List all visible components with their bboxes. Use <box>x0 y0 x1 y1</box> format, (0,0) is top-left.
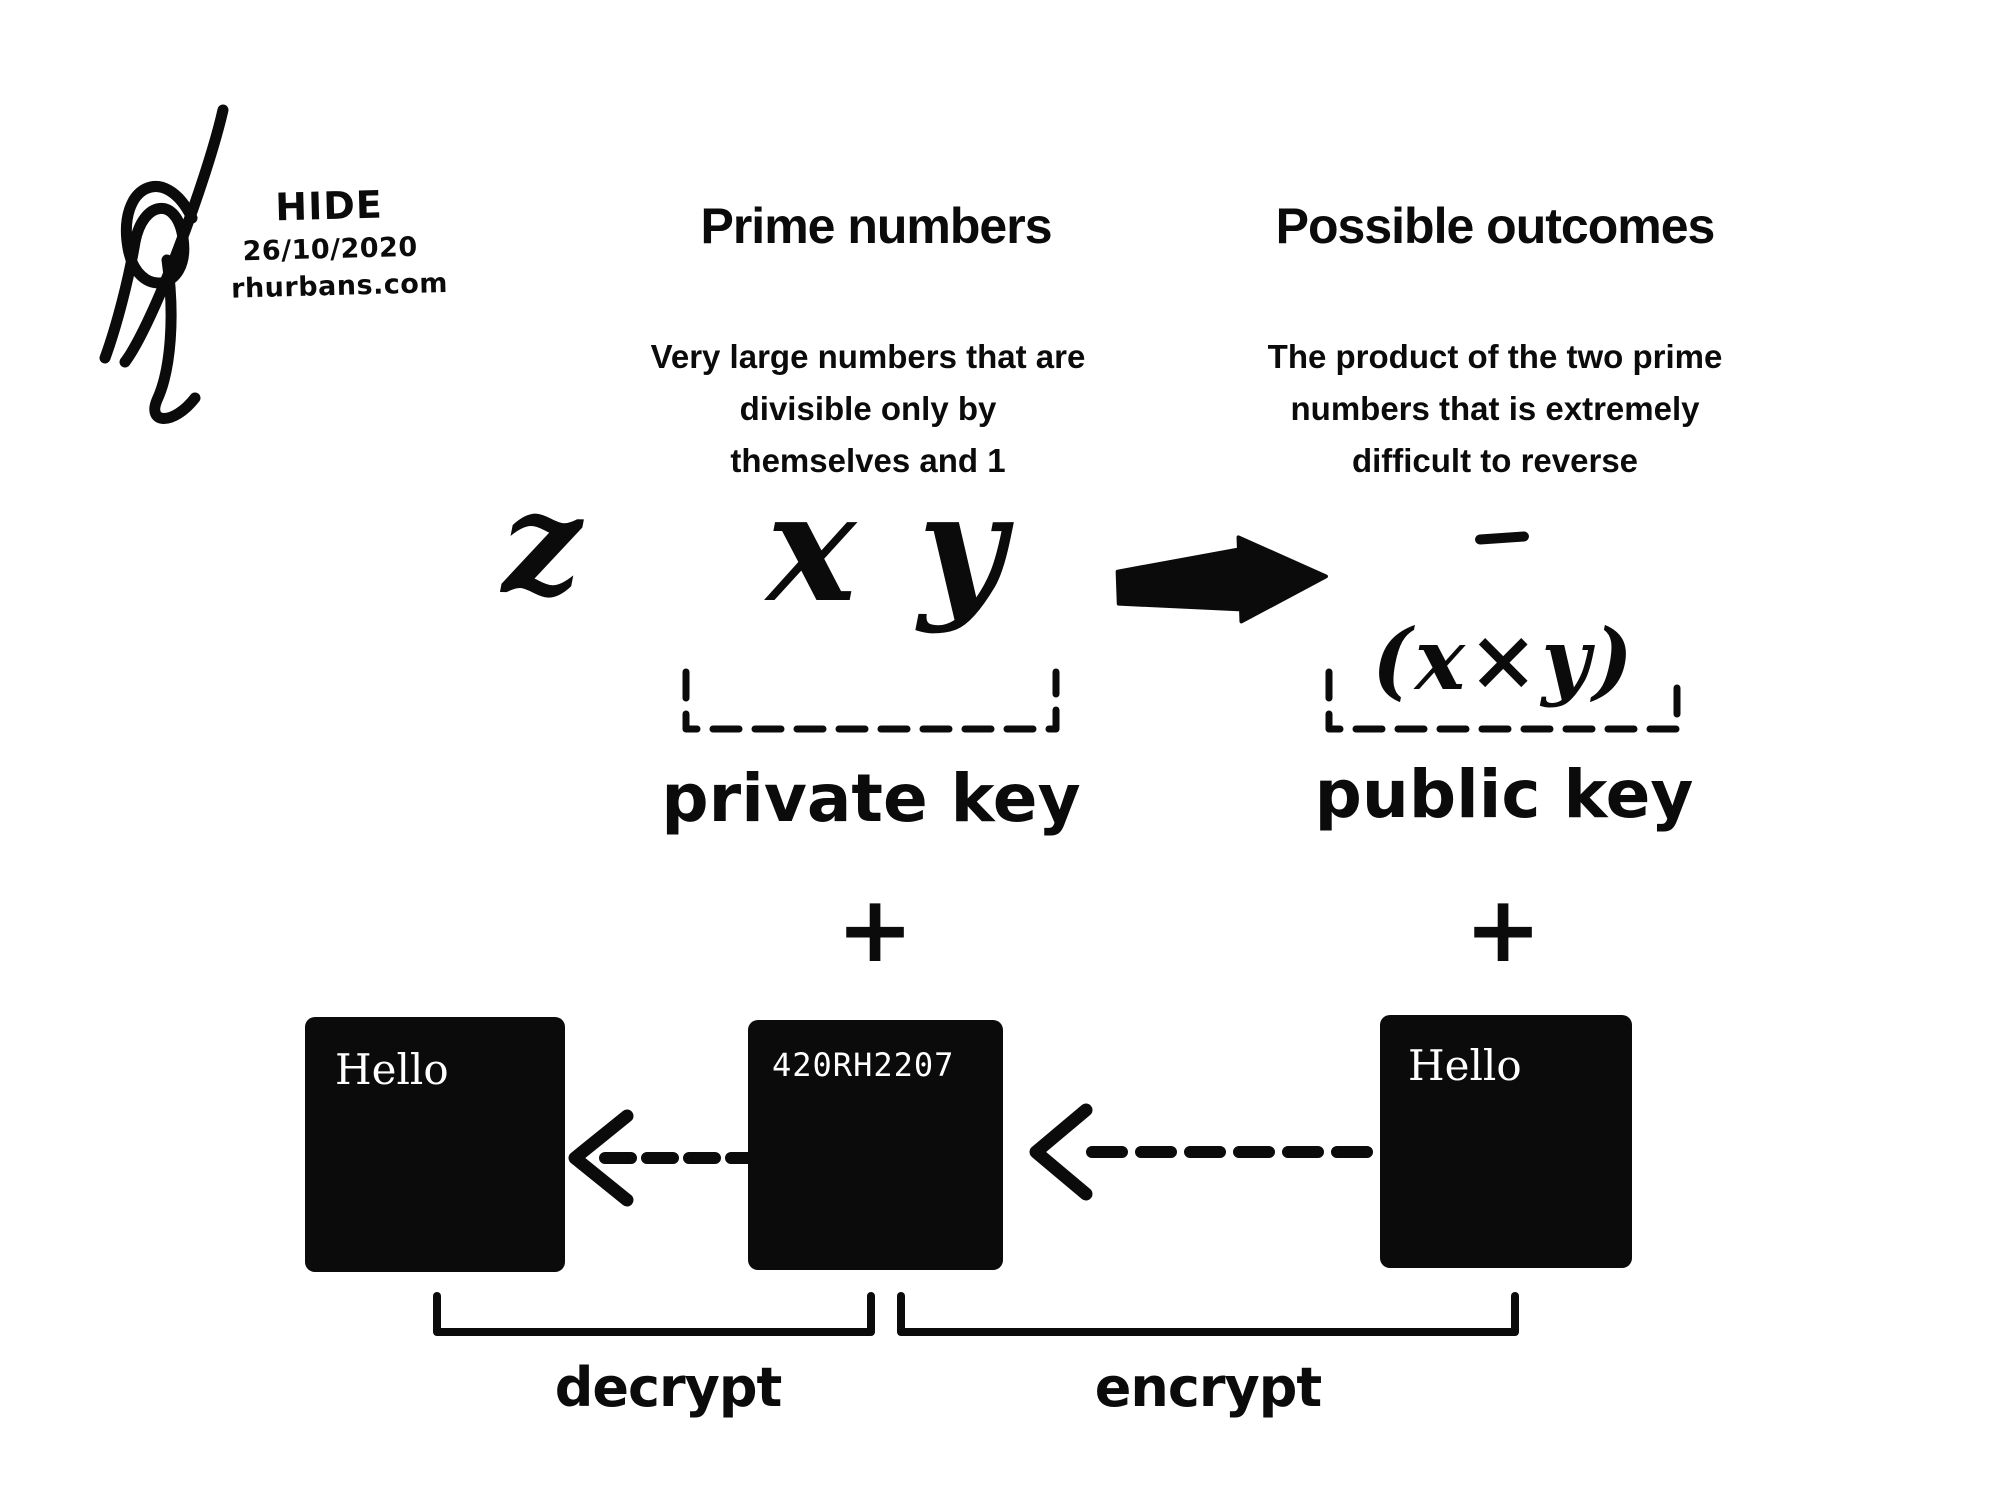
z-crossbar <box>1474 531 1530 546</box>
signature-monogram-icon <box>99 104 229 424</box>
primes-desc-line: divisible only by <box>739 390 997 427</box>
brand-date: 26/10/2020 <box>242 231 419 268</box>
encrypt-bracket-icon <box>897 1292 1519 1336</box>
decrypted-message-label: Hello <box>335 1045 449 1094</box>
brand-website: rhurbans.com <box>230 267 449 305</box>
decrypted-message-box: Hello <box>305 1017 565 1272</box>
public-key-label: public key <box>1314 756 1694 833</box>
original-message-label: Hello <box>1408 1041 1522 1090</box>
plus-sign-public: + <box>1464 876 1542 983</box>
encrypt-label: encrypt <box>1094 1356 1322 1419</box>
private-key-brace-icon <box>682 668 1060 733</box>
public-key-brace-icon <box>1325 668 1681 733</box>
product-formula: (x×y) <box>1372 610 1636 709</box>
private-key-label: private key <box>661 760 1081 837</box>
variable-x: x <box>766 460 857 636</box>
decrypt-bracket-icon <box>433 1292 875 1336</box>
decrypt-label: decrypt <box>554 1356 783 1419</box>
plus-sign-private: + <box>836 876 914 983</box>
cipher-label: 420RH2207 <box>772 1046 955 1084</box>
original-message-box: Hello <box>1380 1015 1632 1268</box>
brand-title: HIDE <box>274 182 384 230</box>
outcomes-desc-line: The product of the two prime <box>1267 338 1723 375</box>
primes-description: Very large numbers that are divisible on… <box>651 331 1086 487</box>
decrypt-arrow-icon <box>568 1109 757 1207</box>
primes-heading: Prime numbers <box>700 198 1052 254</box>
primes-desc-line: Very large numbers that are <box>650 338 1086 375</box>
outcomes-desc-line: numbers that is extremely <box>1290 390 1700 427</box>
cipher-box: 420RH2207 <box>748 1020 1003 1270</box>
outcomes-heading: Possible outcomes <box>1275 198 1716 254</box>
primes-desc-line: themselves and 1 <box>730 442 1006 479</box>
variable-y: y <box>918 460 1006 636</box>
transform-arrow-icon <box>1115 535 1328 624</box>
encrypt-arrow-icon <box>1029 1103 1376 1201</box>
outcomes-desc-line: difficult to reverse <box>1351 442 1639 479</box>
variable-z: z <box>502 474 2000 614</box>
outcomes-description: The product of the two prime numbers tha… <box>1268 331 1723 487</box>
brand-block: HIDE 26/10/2020 rhurbans.com <box>228 181 449 305</box>
